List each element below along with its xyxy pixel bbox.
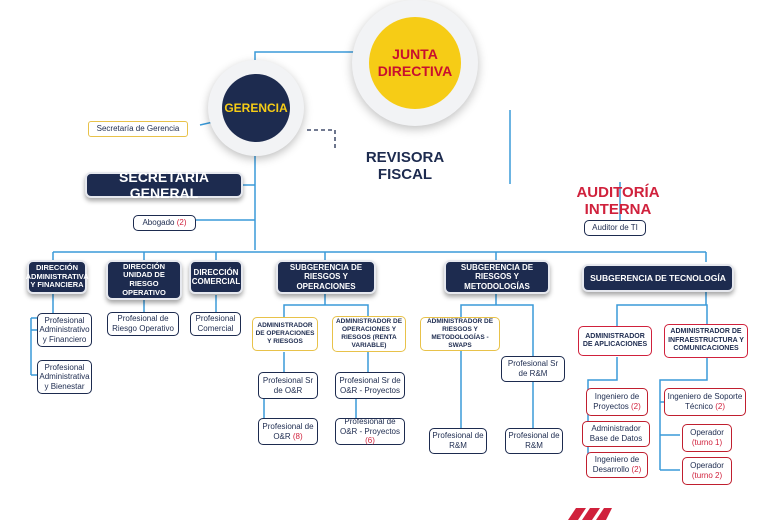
administrador-aplicaciones-box[interactable]: ADMINISTRADOR DE APLICACIONES xyxy=(578,326,652,356)
secretaria-general-label: SECRETARÍA GENERAL xyxy=(119,169,209,201)
profesional-riesgo-operativo-label: Profesional de Riesgo Operativo xyxy=(112,314,174,333)
ingeniero-desarrollo-count: (2) xyxy=(631,465,642,474)
profesional-or-box[interactable]: Profesional de O&R (8) xyxy=(258,418,318,445)
subgerencia-riesgos-operaciones-node[interactable]: SUBGERENCIA DE RIESGOS Y OPERACIONES xyxy=(276,260,376,294)
revisora-fiscal-node[interactable]: REVISORA FISCAL xyxy=(345,149,465,190)
administrador-operaciones-riesgos-rv-label: ADMINISTRADOR DE OPERACIONES Y RIESGOS (… xyxy=(335,318,403,349)
profesional-sr-or-box[interactable]: Profesional Sr de O&R xyxy=(258,372,318,399)
subgerencia-riesgos-metodologias-node[interactable]: SUBGERENCIA DE RIESGOS Y METODOLOGÍAS xyxy=(444,260,550,294)
ingeniero-proyectos-count: (2) xyxy=(631,402,641,411)
subgerencia-tecnologia-label: SUBGERENCIA DE TECNOLOGÍA xyxy=(590,273,726,283)
profesional-sr-or-label: Profesional Sr de O&R xyxy=(262,375,314,395)
profesional-administrativo-financiero-label: Profesional Administrativo y Financiero xyxy=(39,315,90,344)
direccion-comercial-node[interactable]: DIRECCIÓN COMERCIAL xyxy=(189,260,243,294)
profesional-administrativa-bienestar-label: Profesional Administrativa y Bienestar xyxy=(39,362,90,391)
ingeniero-desarrollo-label: Ingeniero de Desarrollo xyxy=(592,455,640,474)
subgerencia-riesgos-operaciones-label: SUBGERENCIA DE RIESGOS Y OPERACIONES xyxy=(289,262,363,291)
ingeniero-soporte-box[interactable]: Ingeniero de Soporte Técnico (2) xyxy=(664,388,746,416)
auditor-ti-box[interactable]: Auditor de TI xyxy=(584,220,646,236)
profesional-sr-or-proyectos-label: Profesional Sr de O&R - Proyectos xyxy=(339,375,401,395)
administrador-riesgos-metodologias-label: ADMINISTRADOR DE RIESGOS Y METODOLOGÍAS … xyxy=(426,318,494,349)
administrador-aplicaciones-label: ADMINISTRADOR DE APLICACIONES xyxy=(582,332,648,348)
gerencia-label: GERENCIA xyxy=(224,101,288,115)
profesional-administrativa-bienestar-box[interactable]: Profesional Administrativa y Bienestar xyxy=(37,360,92,394)
profesional-sr-or-proyectos-box[interactable]: Profesional Sr de O&R - Proyectos xyxy=(335,372,405,399)
administrador-base-datos-box[interactable]: Administrador Base de Datos xyxy=(582,421,650,447)
profesional-rm-1-label: Profesional de R&M xyxy=(432,431,484,450)
direccion-riesgo-operativo-label: DIRECCIÓN UNIDAD DE RIESGO OPERATIVO xyxy=(122,261,166,297)
auditor-ti-label: Auditor de TI xyxy=(592,223,638,233)
secretaria-gerencia-box[interactable]: Secretaría de Gerencia xyxy=(88,121,188,137)
administrador-infraestructura-box[interactable]: ADMINISTRADOR DE INFRAESTRUCTURA Y COMUN… xyxy=(664,324,748,358)
administrador-operaciones-riesgos-label: ADMINISTRADOR DE OPERACIONES Y RIESGOS xyxy=(255,322,315,345)
direccion-riesgo-operativo-node[interactable]: DIRECCIÓN UNIDAD DE RIESGO OPERATIVO xyxy=(106,260,182,300)
administrador-operaciones-riesgos-rv-box[interactable]: ADMINISTRADOR DE OPERACIONES Y RIESGOS (… xyxy=(332,316,406,352)
junta-directiva-node[interactable]: JUNTA DIRECTIVA xyxy=(369,17,461,109)
profesional-or-proyectos-count: (6) xyxy=(365,436,375,446)
abogado-count: (2) xyxy=(176,218,187,228)
profesional-or-proyectos-box[interactable]: Profesional de O&R - Proyectos (6) xyxy=(335,417,405,446)
profesional-rm-2-box[interactable]: Profesional de R&M xyxy=(505,428,563,454)
profesional-rm-1-box[interactable]: Profesional de R&M xyxy=(429,428,487,454)
direccion-administrativa-label: DIRECCIÓN ADMINISTRATIVA Y FINANCIERA xyxy=(25,263,89,290)
junta-directiva-label: JUNTA DIRECTIVA xyxy=(377,46,453,79)
administrador-base-datos-label: Administrador Base de Datos xyxy=(589,424,643,443)
profesional-or-label: Profesional de O&R xyxy=(262,421,314,441)
profesional-or-count: (8) xyxy=(292,431,303,441)
abogado-label: Abogado xyxy=(142,218,175,228)
operador-turno-1-shift: (turno 1) xyxy=(691,438,723,447)
profesional-sr-rm-label: Profesional Sr de R&M xyxy=(507,359,559,378)
gerencia-outer: GERENCIA xyxy=(208,60,304,156)
operador-turno-1-label: Operador xyxy=(690,428,724,438)
auditoria-interna-node[interactable]: AUDITORÍA INTERNA xyxy=(548,184,688,218)
secretaria-gerencia-label: Secretaría de Gerencia xyxy=(96,124,180,134)
gerencia-node[interactable]: GERENCIA xyxy=(222,74,290,142)
operador-turno-2-label: Operador xyxy=(690,461,724,471)
subgerencia-riesgos-metodologias-label: SUBGERENCIA DE RIESGOS Y METODOLOGÍAS xyxy=(460,262,534,291)
administrador-riesgos-metodologias-box[interactable]: ADMINISTRADOR DE RIESGOS Y METODOLOGÍAS … xyxy=(420,317,500,351)
ingeniero-desarrollo-box[interactable]: Ingeniero de Desarrollo (2) xyxy=(586,452,648,478)
direccion-comercial-label: DIRECCIÓN COMERCIAL xyxy=(191,267,241,286)
profesional-riesgo-operativo-box[interactable]: Profesional de Riesgo Operativo xyxy=(107,312,179,336)
administrador-operaciones-riesgos-box[interactable]: ADMINISTRADOR DE OPERACIONES Y RIESGOS xyxy=(252,317,318,351)
ingeniero-proyectos-box[interactable]: Ingeniero de Proyectos (2) xyxy=(586,388,648,416)
ingeniero-soporte-count: (2) xyxy=(715,402,726,411)
operador-turno-1-box[interactable]: Operador (turno 1) xyxy=(682,424,732,452)
abogado-box[interactable]: Abogado (2) xyxy=(133,215,196,231)
ingeniero-soporte-label: Ingeniero de Soporte Técnico xyxy=(667,392,743,411)
ingeniero-proyectos-label: Ingeniero de Proyectos xyxy=(593,392,640,411)
profesional-rm-2-label: Profesional de R&M xyxy=(508,431,560,450)
profesional-comercial-label: Profesional Comercial xyxy=(195,314,236,333)
operador-turno-2-shift: (turno 2) xyxy=(691,471,723,480)
operador-turno-2-box[interactable]: Operador (turno 2) xyxy=(682,457,732,485)
revisora-fiscal-label: REVISORA FISCAL xyxy=(365,149,445,183)
profesional-or-proyectos-label: Profesional de O&R - Proyectos xyxy=(339,417,400,436)
profesional-sr-rm-box[interactable]: Profesional Sr de R&M xyxy=(501,356,565,382)
administrador-infraestructura-label: ADMINISTRADOR DE INFRAESTRUCTURA Y COMUN… xyxy=(668,328,744,353)
profesional-administrativo-financiero-box[interactable]: Profesional Administrativo y Financiero xyxy=(37,313,92,347)
profesional-comercial-box[interactable]: Profesional Comercial xyxy=(190,312,241,336)
auditoria-interna-label: AUDITORÍA INTERNA xyxy=(576,184,660,218)
junta-directiva-outer: JUNTA DIRECTIVA xyxy=(352,0,478,126)
direccion-administrativa-node[interactable]: DIRECCIÓN ADMINISTRATIVA Y FINANCIERA xyxy=(25,260,89,294)
subgerencia-tecnologia-node[interactable]: SUBGERENCIA DE TECNOLOGÍA xyxy=(582,264,734,292)
secretaria-general-node[interactable]: SECRETARÍA GENERAL xyxy=(85,169,243,201)
